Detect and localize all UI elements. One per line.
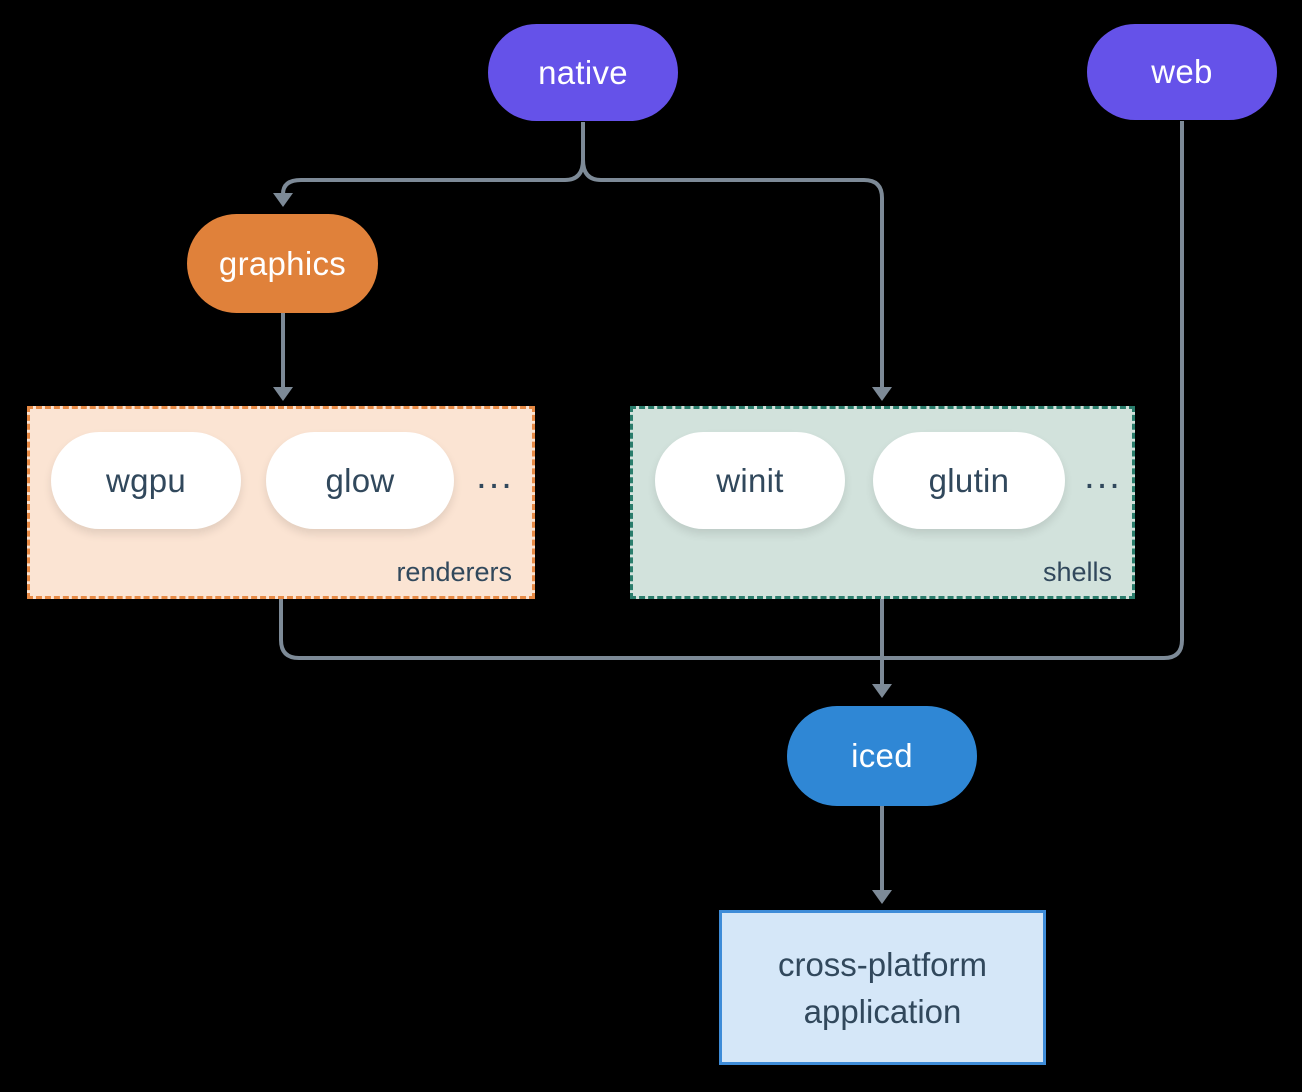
- node-winit-label: winit: [716, 461, 784, 499]
- arrowhead-shells: [872, 387, 892, 401]
- node-iced: iced: [787, 706, 977, 806]
- app-label-line1: cross-platform: [777, 945, 988, 983]
- node-wgpu-label: wgpu: [105, 461, 187, 499]
- arrowhead-renderers: [273, 387, 293, 401]
- edge-renderers-to-iced: [279, 599, 882, 660]
- group-shells-label: shells: [1042, 557, 1112, 587]
- node-glow: glow: [266, 432, 454, 529]
- edge-native-to-shells: [581, 122, 884, 387]
- node-glow-label: glow: [325, 461, 395, 499]
- node-wgpu: wgpu: [51, 432, 241, 529]
- edge-web-to-iced: [882, 121, 1184, 660]
- group-renderers-label: renderers: [396, 557, 512, 587]
- node-graphics: graphics: [187, 214, 378, 313]
- node-web-label: web: [1151, 53, 1213, 90]
- node-cross-platform-application: cross-platform application: [719, 910, 1046, 1065]
- node-web: web: [1087, 24, 1277, 120]
- arrowhead-iced: [872, 684, 892, 698]
- app-label-line2: application: [803, 992, 962, 1030]
- node-native-label: native: [538, 53, 628, 91]
- node-glutin-label: glutin: [928, 461, 1010, 499]
- node-iced-label: iced: [851, 737, 913, 774]
- arrowhead-graphics: [273, 193, 293, 207]
- node-graphics-label: graphics: [218, 244, 347, 282]
- shells-ellipsis: ...: [1084, 455, 1122, 497]
- renderers-ellipsis: ...: [476, 455, 514, 497]
- arrowhead-app: [872, 890, 892, 904]
- node-glutin: glutin: [873, 432, 1065, 529]
- node-winit: winit: [655, 432, 845, 529]
- group-shells: winit glutin ... shells: [630, 406, 1135, 599]
- group-renderers: wgpu glow ... renderers: [27, 406, 535, 599]
- edge-native-to-graphics: [281, 122, 585, 195]
- node-native: native: [488, 24, 678, 121]
